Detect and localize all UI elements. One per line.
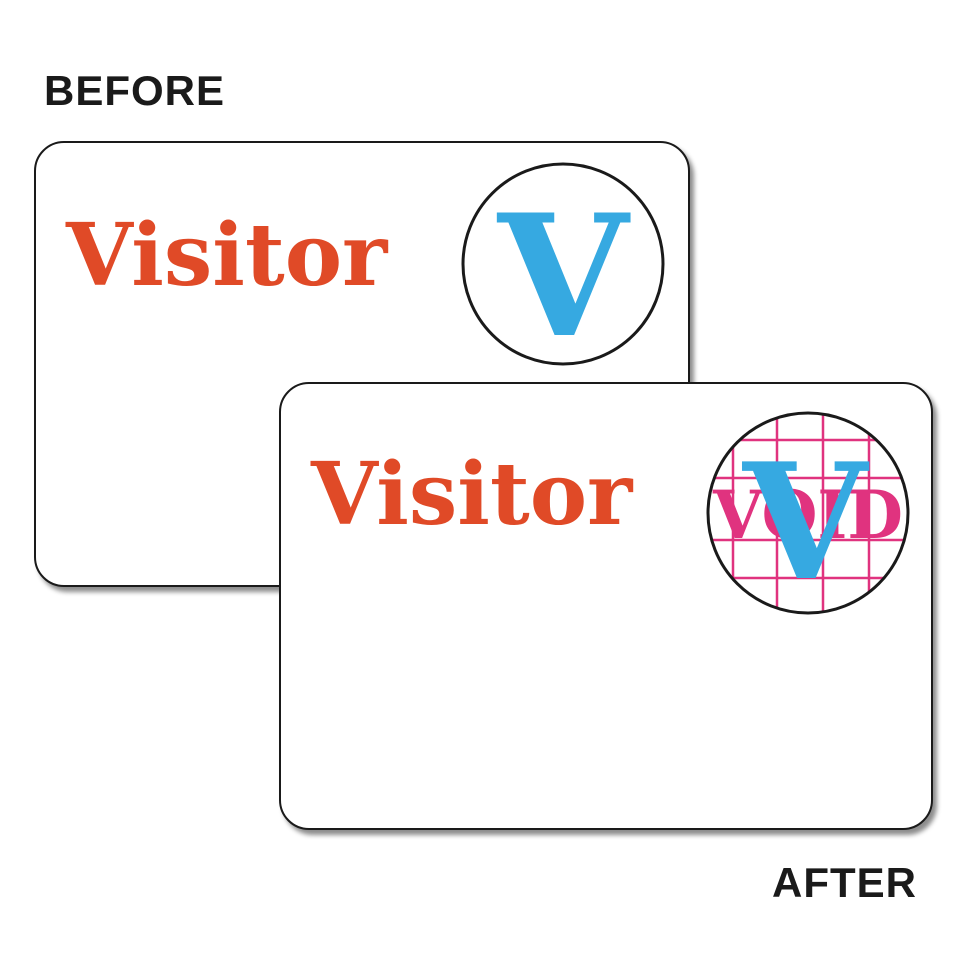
v-seal-icon: V bbox=[461, 162, 665, 367]
badge-visitor-word: Visitor bbox=[311, 444, 633, 545]
seal-letter: V bbox=[497, 177, 631, 367]
seal-outline bbox=[461, 162, 665, 366]
void-seal-icon: VOID V bbox=[706, 411, 910, 616]
seal-circle: V bbox=[460, 161, 666, 367]
void-text: VOID bbox=[712, 476, 903, 554]
badge-visitor-word: Visitor bbox=[66, 205, 388, 306]
seal-letter: V bbox=[742, 428, 870, 616]
badge-after: Visitor VOID V bbox=[279, 382, 933, 830]
before-caption: BEFORE bbox=[44, 67, 226, 114]
seal-outline bbox=[706, 411, 910, 615]
after-caption: AFTER bbox=[772, 859, 917, 906]
void-seal: VOID V bbox=[705, 410, 911, 616]
void-grid bbox=[709, 414, 907, 612]
